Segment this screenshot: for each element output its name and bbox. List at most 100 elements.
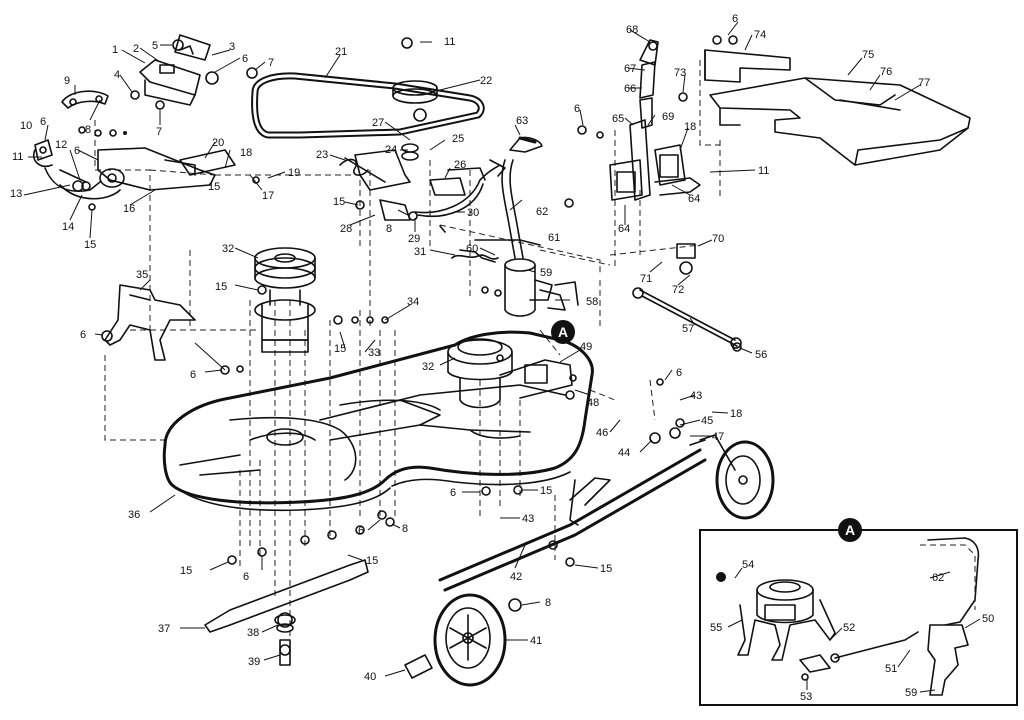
label-17: 17 [262,190,274,202]
inset-a-letter: A [845,522,855,538]
label-74: 74 [754,29,766,41]
label-8: 8 [545,597,551,609]
label-18: 18 [240,147,252,159]
label-11: 11 [444,36,455,48]
label-37: 37 [158,623,170,635]
label-65: 65 [612,113,624,125]
label-6: 6 [676,367,682,379]
label-25: 25 [452,133,464,145]
label-6: 6 [358,525,364,537]
clutch-linkage-parts [33,34,258,200]
label-76: 76 [880,66,892,78]
label-8: 8 [85,124,91,136]
label-33: 33 [368,347,380,359]
label-31: 31 [414,246,426,258]
label-1: 1 [112,44,118,56]
label-46: 46 [596,427,608,439]
label-16: 16 [123,203,135,215]
label-2: 2 [133,43,139,55]
label-15: 15 [208,181,220,193]
deck-hanger-35 [104,284,196,361]
label-11: 11 [758,165,769,177]
label-15: 15 [540,485,552,497]
label-64: 64 [618,223,630,235]
label-32: 32 [422,361,434,373]
label-49: 49 [580,341,592,353]
blade-assembly [204,559,433,679]
label-15: 15 [334,343,346,355]
label-22: 22 [480,75,492,87]
label-13: 13 [10,188,22,200]
label-7: 7 [268,57,274,69]
label-18: 18 [730,408,742,420]
label-6: 6 [243,571,249,583]
label-39: 39 [248,656,260,668]
label-62: 62 [932,572,944,584]
label-36: 36 [128,509,140,521]
right-spindle-assembly [447,338,573,409]
label-10: 10 [20,120,32,132]
label-52: 52 [843,622,855,634]
label-6: 6 [74,145,80,157]
label-45: 45 [701,415,713,427]
label-6: 6 [40,116,46,128]
height-adjust-lever [501,136,579,317]
label-15: 15 [84,239,96,251]
label-43: 43 [690,390,702,402]
label-6: 6 [242,53,248,65]
label-75: 75 [862,49,874,61]
label-62: 62 [536,206,548,218]
label-38: 38 [247,627,259,639]
label-40: 40 [364,671,376,683]
callout-a-letter: A [558,324,568,340]
label-41: 41 [530,635,542,647]
assembly-guide-lines [94,60,721,640]
label-35: 35 [136,269,148,281]
label-18: 18 [684,121,696,133]
label-7: 7 [156,126,162,138]
label-72: 72 [672,284,684,296]
label-5: 5 [152,40,158,52]
label-56: 56 [755,349,767,361]
front-axle-wheels [433,434,775,687]
label-54: 54 [742,559,754,571]
label-58: 58 [586,296,598,308]
label-15: 15 [366,555,378,567]
label-47: 47 [712,431,724,443]
label-57: 57 [682,323,694,335]
label-6: 6 [80,329,86,341]
label-19: 19 [288,167,300,179]
label-66: 66 [624,83,636,95]
label-30: 30 [467,207,479,219]
label-53: 53 [800,691,812,703]
label-59: 59 [905,687,917,699]
label-59: 59 [540,267,552,279]
label-28: 28 [340,223,352,235]
label-51: 51 [885,663,897,675]
label-12: 12 [55,139,67,151]
label-64: 64 [688,193,700,205]
label-34: 34 [407,296,419,308]
label-26: 26 [454,159,466,171]
label-69: 69 [662,111,674,123]
lift-rod [632,287,742,349]
label-6: 6 [190,369,196,381]
label-15: 15 [180,565,192,577]
label-42: 42 [510,571,522,583]
label-60: 60 [466,243,478,255]
lift-bracket-parts [609,39,701,201]
label-44: 44 [618,447,630,459]
label-15: 15 [215,281,227,293]
label-8: 8 [386,223,392,235]
label-55: 55 [710,622,722,634]
label-61: 61 [548,232,560,244]
label-3: 3 [229,41,235,53]
label-6: 6 [574,103,580,115]
label-24: 24 [385,144,397,156]
hardware-fasteners [72,35,742,656]
label-63: 63 [516,115,528,127]
label-48: 48 [587,397,599,409]
label-73: 73 [674,67,686,79]
leader-lines [23,21,921,677]
